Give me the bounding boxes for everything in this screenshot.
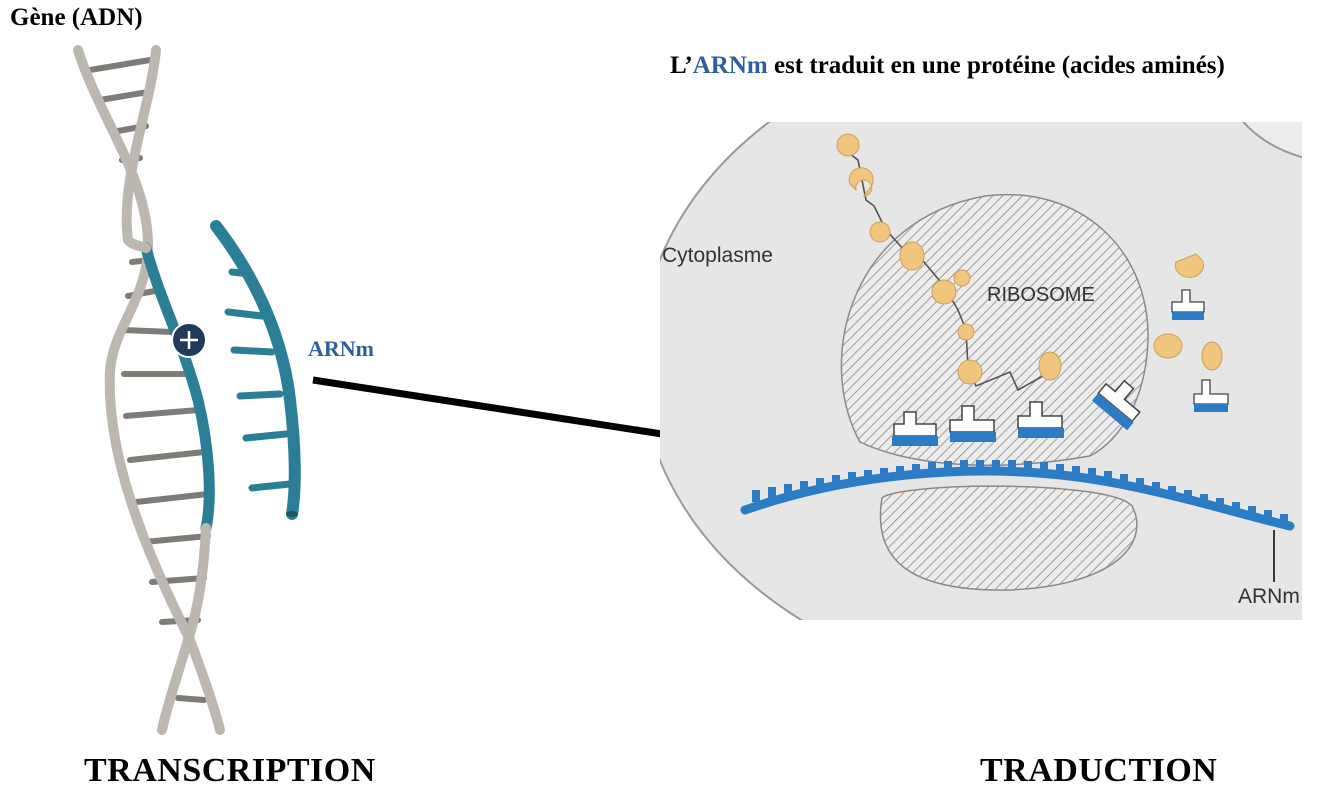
dna-strand-front: [121, 45, 211, 735]
mrna-strand-translation: [740, 460, 1295, 582]
translation-title-suffix: est traduit en une protéine (acides amin…: [767, 52, 1225, 79]
trna-2: [949, 405, 996, 442]
transcription-heading: TRANSCRIPTION: [84, 752, 376, 789]
translation-title-highlight: ARNm: [692, 52, 768, 79]
trna-4: [1091, 379, 1141, 431]
translation-title-prefix: L’: [670, 52, 693, 79]
translation-title: L’ARNm est traduit en une protéine (acid…: [670, 52, 1225, 80]
trna-molecules: [892, 289, 1229, 446]
translation-panel: Cytoplasme RIBOSOME ARNm: [660, 122, 1302, 620]
dna-template-strand-copied: [140, 242, 215, 534]
gene-title: Gène (ADN): [10, 4, 143, 31]
dna-helix: [73, 45, 225, 735]
trna-free-1: [1171, 289, 1205, 320]
trna-1: [892, 411, 938, 446]
ribosome-small-subunit: [879, 485, 1138, 591]
trna-3: [1017, 401, 1064, 438]
ribosome-label: RIBOSOME: [987, 284, 1095, 306]
translation-heading: TRADUCTION: [980, 752, 1218, 789]
mrna-bases: [224, 268, 294, 492]
mrna-strand-transcription: [210, 220, 301, 520]
cytoplasm-label: Cytoplasme: [662, 244, 773, 267]
arnm-label-translation: ARNm: [1238, 585, 1300, 608]
dna-strand-cross: [123, 235, 151, 253]
nucleus-edge: [1242, 122, 1302, 159]
plus-circle-icon: [171, 322, 207, 358]
amino-acid-chain: [836, 133, 1223, 392]
arnm-label-transcription: ARNm: [308, 336, 374, 361]
trna-free-2: [1193, 379, 1229, 412]
